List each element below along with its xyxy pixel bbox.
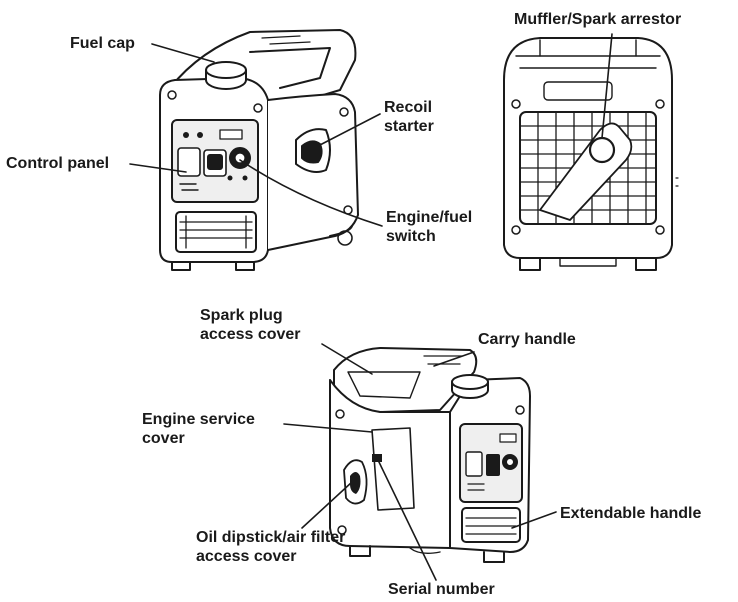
label-spark-plug-access-cover: Spark plug access cover — [200, 307, 301, 343]
leader-muffler — [601, 33, 613, 139]
leader-control-panel — [129, 163, 187, 173]
label-extendable-handle: Extendable handle — [560, 505, 702, 522]
leader-recoil — [317, 113, 381, 147]
leader-extendable-handle — [511, 511, 557, 529]
label-engine-fuel-switch: Engine/fuel switch — [386, 209, 473, 245]
label-serial-number: Serial number — [388, 581, 495, 598]
generator-rear-view — [503, 37, 679, 271]
leader-engine-service — [283, 423, 373, 433]
label-recoil-starter: Recoil starter — [384, 99, 434, 135]
generator-side-view — [329, 347, 531, 563]
label-carry-handle: Carry handle — [478, 331, 576, 348]
leader-oil-dipstick — [301, 481, 353, 529]
label-oil-dipstick-air-filter: Oil dipstick/air filter access cover — [196, 529, 346, 565]
leader-serial-number — [377, 459, 437, 581]
generator-front-view — [159, 29, 359, 271]
leader-fuel-cap — [151, 43, 215, 63]
label-control-panel: Control panel — [6, 155, 110, 172]
leader-engine-switch — [239, 159, 383, 227]
leader-lines — [129, 33, 613, 581]
label-muffler-spark-arrestor: Muffler/Spark arrestor — [514, 11, 682, 28]
leader-carry-handle — [433, 351, 475, 367]
label-fuel-cap: Fuel cap — [70, 35, 135, 52]
label-engine-service-cover: Engine service cover — [142, 411, 255, 447]
leader-spark-plug — [321, 343, 373, 375]
